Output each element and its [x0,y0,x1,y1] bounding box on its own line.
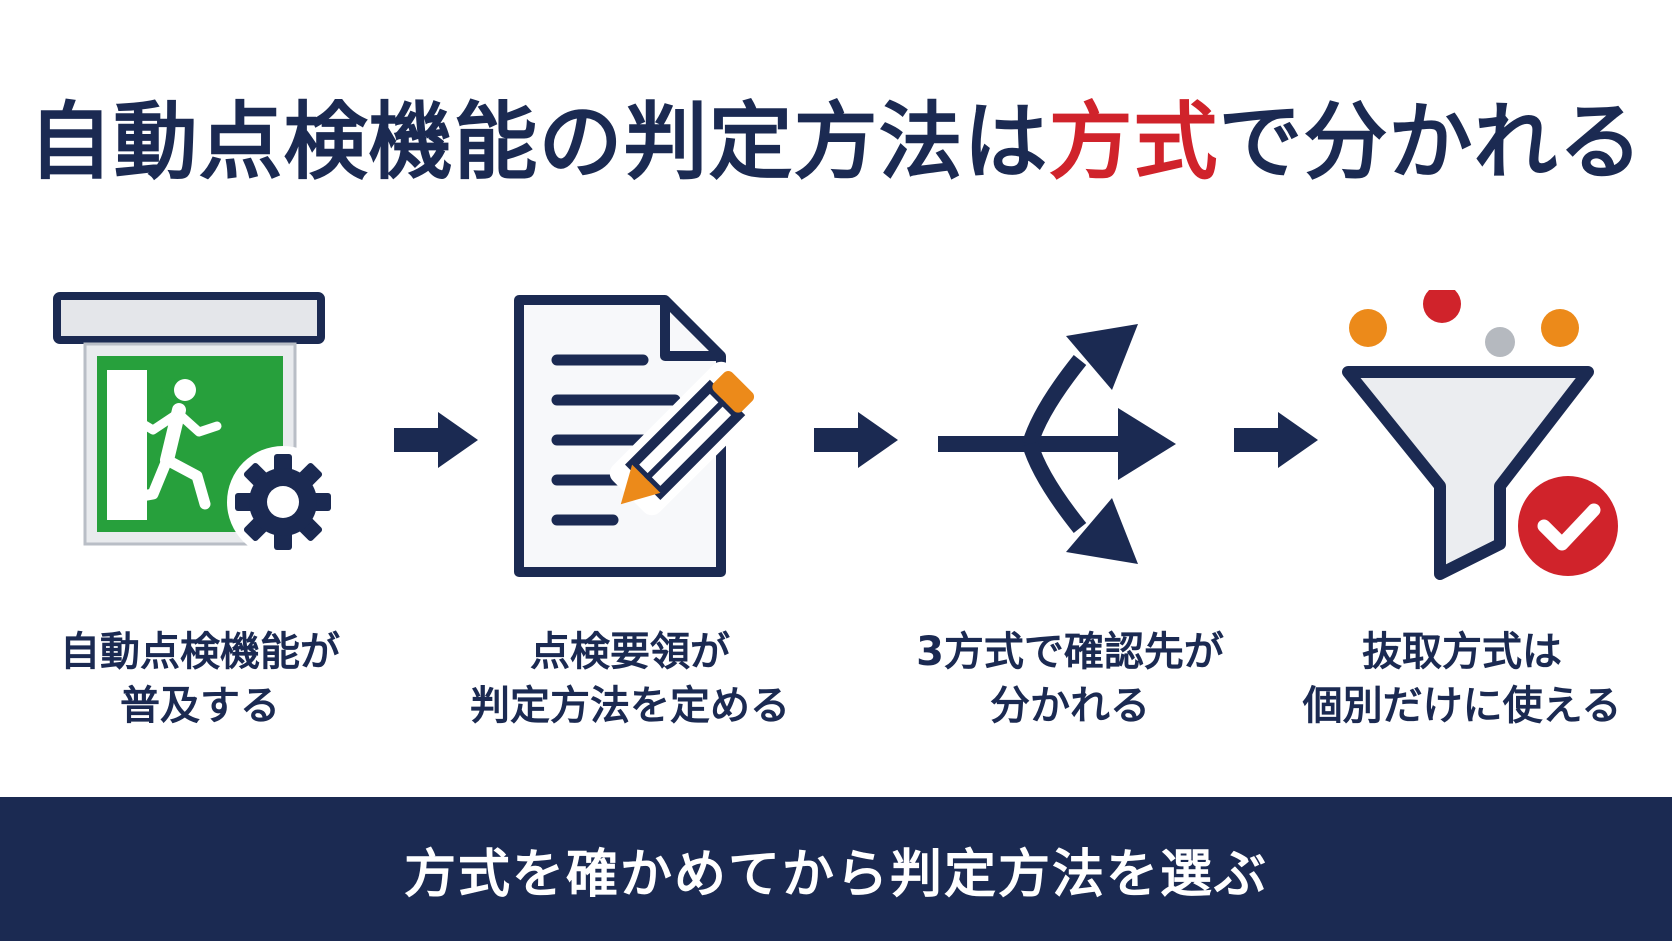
step-2-line-1: 点検要領が [530,629,730,675]
exit-sign-gear-icon [53,292,339,558]
arrow-right-icon [1234,412,1318,468]
title-main: 自動点検機能の判定方法は [28,93,1049,191]
step-1-line-2: 普及する [120,683,280,729]
step-3-line-2: 分かれる [990,683,1150,729]
arrow-right-icon [814,412,898,468]
step-2-label: 点検要領が 判定方法を定める [420,625,840,733]
step-1-line-1: 自動点検機能が [60,629,340,675]
title-tail: で分かれる [1218,93,1644,191]
title-accent: 方式 [1048,93,1219,191]
footer-banner: 方式を確かめてから判定方法を選ぶ [0,797,1672,941]
step-4-line-1: 抜取方式は [1362,629,1562,675]
step-3-label: 3方式で確認先が 分かれる [860,625,1280,733]
page-title: 自動点検機能の判定方法は方式で分かれる [0,92,1672,193]
step-4-line-2: 個別だけに使える [1302,683,1622,729]
step-4-label: 抜取方式は 個別だけに使える [1252,625,1672,733]
step-1-label: 自動点検機能が 普及する [0,625,410,733]
footer-text: 方式を確かめてから判定方法を選ぶ [403,844,1268,905]
document-pencil-icon [514,295,764,577]
branch-arrows-icon [938,324,1176,564]
arrow-right-icon [394,412,478,468]
step-2-line-2: 判定方法を定める [470,683,790,729]
step-3-line-1: 3方式で確認先が [916,629,1224,675]
funnel-check-icon [1342,290,1620,584]
